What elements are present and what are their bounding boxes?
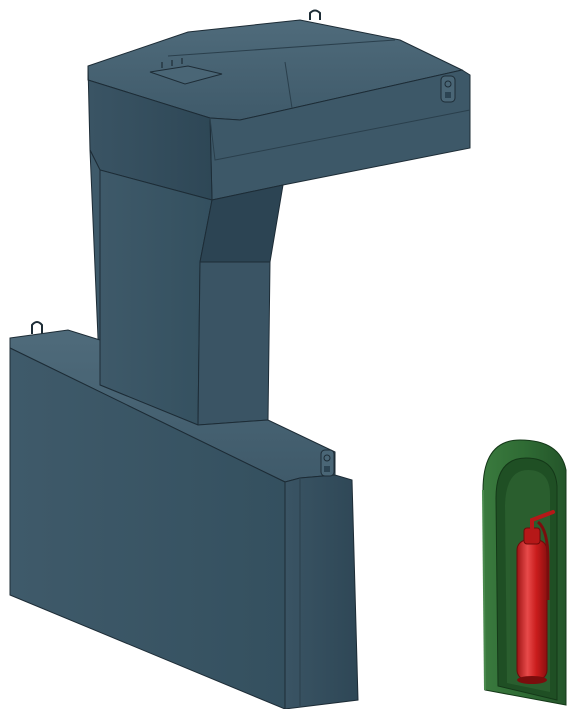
lower-tank-end <box>284 474 359 709</box>
lower-tank <box>9 321 359 709</box>
lower-tank-front <box>9 347 286 709</box>
upper-housing <box>87 9 471 201</box>
fire-extinguisher-cabinet <box>482 439 567 706</box>
fire-extinguisher-icon <box>516 510 555 684</box>
latch-icon <box>440 75 456 103</box>
lifting-eye-icon <box>31 321 43 334</box>
lifting-eye-icon <box>309 9 321 20</box>
latch-icon <box>320 449 335 477</box>
column-right-face <box>197 261 271 426</box>
lid-plate <box>149 65 223 85</box>
